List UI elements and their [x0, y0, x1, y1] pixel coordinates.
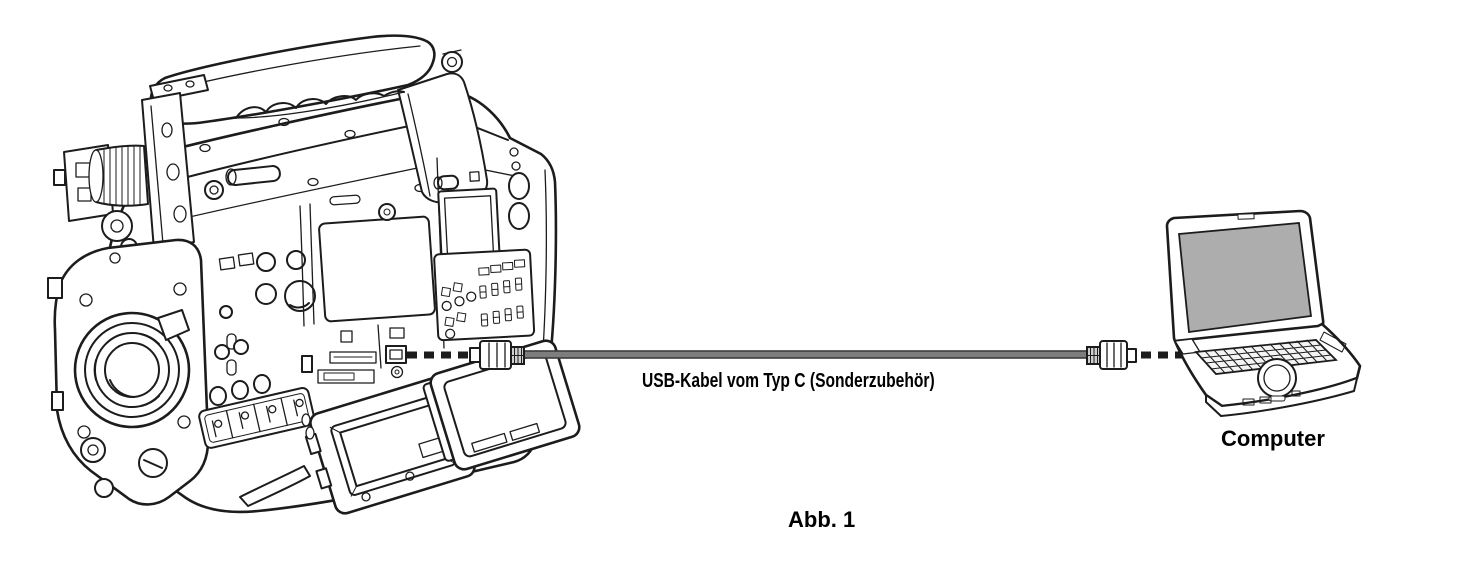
usb-port-icon	[385, 345, 407, 364]
laptop-screen	[1178, 222, 1313, 334]
handle-front-post	[141, 92, 195, 251]
handle-grip	[235, 90, 405, 119]
computer-label: Computer	[1221, 426, 1325, 451]
camera-illustration	[47, 34, 581, 515]
strap-mount	[239, 465, 311, 507]
audio-switch-panel	[198, 387, 316, 449]
connector-area	[301, 324, 476, 384]
handle-shoe	[149, 74, 209, 102]
lens-mount-plate	[47, 238, 210, 506]
laptop-front-edge	[1205, 365, 1361, 417]
usb-cable	[407, 340, 1192, 370]
lens-mount-icon	[73, 309, 191, 429]
laptop-indicator	[1259, 396, 1272, 404]
laptop-keyboard	[1194, 339, 1338, 375]
cable-line	[516, 350, 1088, 359]
cable-label: USB-Kabel vom Typ C (Sonderzubehör)	[642, 370, 935, 392]
card-slot-doors	[239, 339, 581, 515]
camera-side-usb-plug-icon	[469, 340, 525, 370]
laptop-illustration	[1165, 209, 1362, 417]
rear-button-grid	[433, 248, 536, 342]
laptop-indicator	[1242, 398, 1255, 406]
laptop-touchpad	[1257, 358, 1297, 402]
computer-side-usb-plug-icon	[1086, 340, 1137, 370]
side-control-buttons	[198, 250, 316, 449]
laptop-side-port	[1319, 331, 1347, 353]
handle-rear-support	[397, 49, 489, 204]
rear-panel	[433, 147, 536, 349]
figure-caption: Abb. 1	[788, 507, 856, 532]
center-cover	[299, 194, 436, 327]
laptop-indicator	[1291, 390, 1301, 397]
viewfinder-mount	[53, 144, 281, 256]
